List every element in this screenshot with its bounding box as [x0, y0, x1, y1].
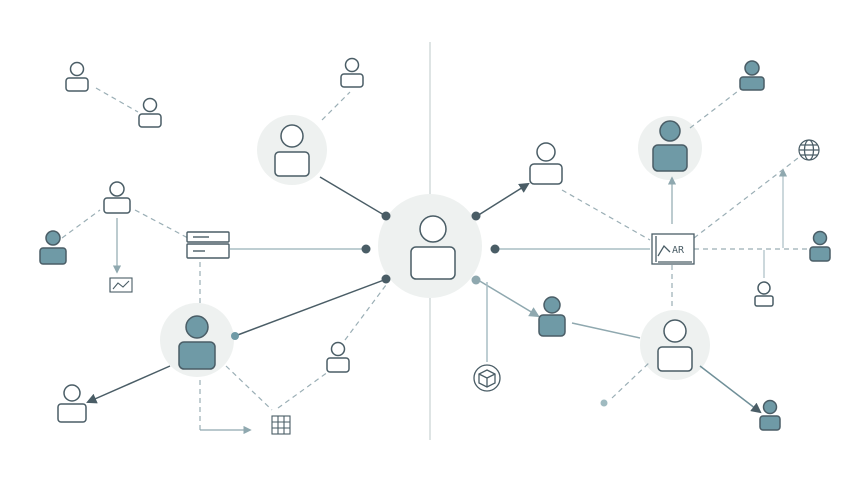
dot — [490, 244, 500, 254]
dot — [471, 275, 481, 285]
person-icon — [274, 124, 310, 177]
person-icon — [103, 181, 131, 214]
dash-12 — [693, 157, 799, 239]
person-icon — [39, 230, 67, 265]
person-icon — [340, 57, 364, 88]
chart-icon — [109, 277, 133, 293]
person-icon — [754, 281, 774, 307]
people-outline — [57, 57, 774, 423]
person-icon — [138, 97, 162, 128]
halo-center — [378, 194, 482, 298]
dash-3 — [134, 209, 189, 239]
dot — [381, 274, 391, 284]
connections — [61, 87, 808, 435]
person-icon — [759, 399, 781, 431]
dot — [381, 211, 391, 221]
person-icon — [65, 61, 89, 92]
person-icon — [178, 315, 216, 370]
person-icon — [326, 341, 350, 373]
dot — [471, 211, 481, 221]
link-bl-leftperson — [86, 365, 171, 404]
dash-8 — [277, 371, 329, 409]
dot — [600, 399, 608, 407]
person-icon — [652, 120, 688, 172]
link-center-teal — [477, 279, 540, 318]
person-icon — [657, 319, 693, 372]
dash-4 — [61, 209, 101, 239]
link-tl-center — [319, 176, 385, 216]
chart-card-label: AR — [672, 245, 685, 256]
person-icon — [57, 384, 87, 423]
connector-dots — [231, 211, 608, 407]
document-icon — [186, 231, 230, 259]
dash-2 — [321, 91, 351, 121]
link-center-right-person — [476, 182, 530, 217]
person-icon — [529, 142, 563, 185]
globe-icon — [798, 139, 820, 161]
dash-10 — [561, 189, 651, 241]
grid-icon — [271, 415, 291, 435]
link-br-person — [699, 365, 762, 414]
people-filled — [39, 60, 831, 431]
person-icon — [410, 215, 456, 280]
dot — [361, 244, 371, 254]
person-icon — [538, 296, 566, 337]
dash-11 — [689, 87, 743, 129]
dot — [231, 332, 239, 340]
person-icon — [739, 60, 765, 91]
dash-9 — [344, 284, 387, 341]
link-bl-center — [234, 279, 385, 337]
link-teal-br — [571, 322, 641, 339]
person-icon — [809, 230, 831, 262]
dash-6 — [225, 365, 273, 411]
chart-card-right: AR — [651, 233, 695, 265]
cube-icon — [473, 364, 501, 392]
dash-15 — [611, 361, 651, 399]
dash-1 — [95, 87, 139, 113]
